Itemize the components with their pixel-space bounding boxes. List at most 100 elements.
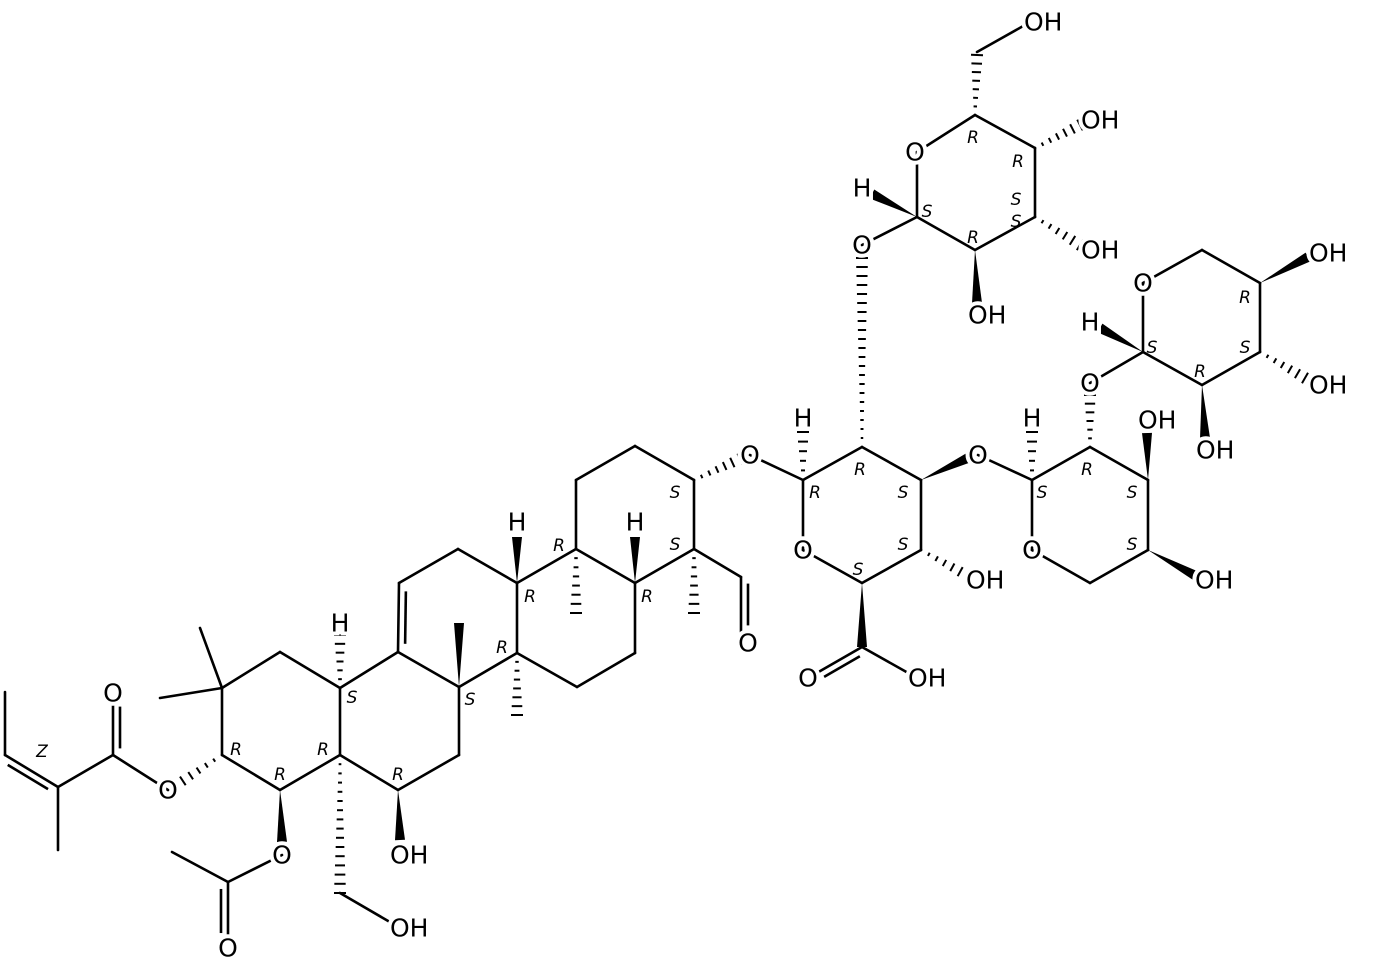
hash-bond-segment xyxy=(1062,128,1068,137)
single-bond xyxy=(1088,445,1150,482)
stereo-label: S xyxy=(922,202,933,222)
single-bond xyxy=(3,753,60,789)
hash-bond-segment xyxy=(1040,219,1045,224)
stereo-label: R xyxy=(1081,460,1093,480)
single-bond xyxy=(278,753,342,792)
hash-bond-segment xyxy=(1055,132,1060,141)
hydroxyl-oh: OH xyxy=(966,566,1004,595)
single-bond xyxy=(515,651,579,689)
wedge-bond xyxy=(1260,252,1311,283)
single-bond xyxy=(226,853,284,884)
carboxyl-oh: OH xyxy=(908,664,946,693)
carboxyl-oxygen: O xyxy=(798,664,818,693)
glycosidic-oxygen: O xyxy=(740,441,760,470)
stereo-label: S xyxy=(465,690,476,710)
single-bond xyxy=(56,753,115,789)
single-bond xyxy=(396,581,401,654)
stereo-descriptors: R R R S S R R R R R S S S R R S S S S R … xyxy=(35,128,1251,785)
single-bond xyxy=(1200,248,1262,285)
stereo-label: R xyxy=(230,740,242,760)
hash-bond-segment xyxy=(949,563,956,572)
double-bond-line xyxy=(823,655,861,678)
hydrogen: H xyxy=(1023,404,1042,433)
single-bond xyxy=(973,113,1037,150)
hash-bond-segment xyxy=(941,559,948,567)
wedge-bond xyxy=(1148,550,1199,581)
wedge-bond xyxy=(277,790,287,843)
hydroxyl-oh: OH xyxy=(1081,106,1119,135)
wedge-bond xyxy=(869,189,917,217)
single-bond xyxy=(396,650,461,689)
single-bond xyxy=(338,753,400,792)
single-bond xyxy=(1030,445,1092,482)
single-bond xyxy=(1088,350,1145,385)
stereo-label: R xyxy=(496,638,508,658)
hash-bond-segment xyxy=(1301,372,1309,384)
single-bond xyxy=(860,645,912,676)
stereo-label: S xyxy=(1037,483,1048,503)
single-bond xyxy=(1141,350,1204,387)
hash-bond-segment xyxy=(1047,223,1053,230)
single-bond xyxy=(338,891,397,927)
wedge-bond xyxy=(512,537,522,583)
stereo-label: S xyxy=(898,483,909,503)
double-bond-line xyxy=(7,763,49,791)
single-bond xyxy=(158,686,224,700)
stereo-label: R xyxy=(1012,152,1024,172)
single-bond xyxy=(976,453,1034,482)
wedge-bond xyxy=(1142,432,1152,480)
wedge-bond xyxy=(972,250,982,304)
hash-bond-segment xyxy=(195,767,202,774)
acetate-carbonyl-oxygen: O xyxy=(218,934,238,963)
hash-bond-segment xyxy=(1033,146,1037,150)
ring-oxygen: O xyxy=(905,138,925,167)
glycosidic-oxygen: O xyxy=(1080,369,1100,398)
stereo-label: S xyxy=(670,535,681,555)
hydroxyl-oh: OH xyxy=(1138,406,1176,435)
carbonyl-oxygen: O xyxy=(103,679,123,708)
stereo-label: R xyxy=(392,765,404,785)
single-bond xyxy=(801,445,864,482)
hash-bond-segment xyxy=(707,470,712,476)
hydrogen: H xyxy=(853,174,872,203)
acetate-oxygen: O xyxy=(272,841,292,870)
single-bond xyxy=(975,23,1027,54)
hash-bond-segment xyxy=(927,552,931,557)
single-bond xyxy=(1030,548,1092,585)
single-bond xyxy=(278,650,342,690)
single-bond xyxy=(915,215,977,252)
single-bond xyxy=(574,547,637,585)
hash-bond-segment xyxy=(692,478,696,482)
hash-bond-segment xyxy=(1061,231,1069,240)
hash-bond-segment xyxy=(1279,361,1286,369)
hydroxyl-oh: OH xyxy=(1309,371,1347,400)
hash-bond-segment xyxy=(1040,142,1045,147)
ring-oxygen: O xyxy=(1022,536,1042,565)
single-bond xyxy=(198,626,224,690)
hash-bond-segment xyxy=(1047,137,1053,144)
hydroxyl-oh: OH xyxy=(1196,436,1234,465)
hydroxyl-oh: OH xyxy=(1309,239,1347,268)
hash-bond-segment xyxy=(1069,123,1076,134)
hash-bond-segment xyxy=(1054,227,1061,235)
wedge-bond xyxy=(921,453,971,480)
hash-bond-segment xyxy=(736,453,744,465)
stereo-label: R xyxy=(317,740,329,760)
hash-bond-segment xyxy=(721,461,728,471)
ring-oxygen: O xyxy=(793,536,813,565)
hydrogen: H xyxy=(1081,308,1100,337)
single-bond xyxy=(813,645,864,676)
single-bond xyxy=(692,547,743,579)
stereo-label: R xyxy=(1239,288,1251,308)
atom-labels: O O O O OH OH O O O O OH OH O O OH OH O … xyxy=(99,4,1351,967)
stereo-label: S xyxy=(853,560,864,580)
hydrogen: H xyxy=(331,609,350,638)
stereo-label: S xyxy=(1011,212,1022,232)
stereo-label: R xyxy=(809,483,821,503)
hash-bond-segment xyxy=(1286,365,1294,374)
hydroxyl-oh: OH xyxy=(1195,566,1233,595)
hydroxyl-oh: OH xyxy=(390,841,428,870)
single-bond xyxy=(1088,548,1150,585)
hash-bond-segment xyxy=(170,780,180,792)
